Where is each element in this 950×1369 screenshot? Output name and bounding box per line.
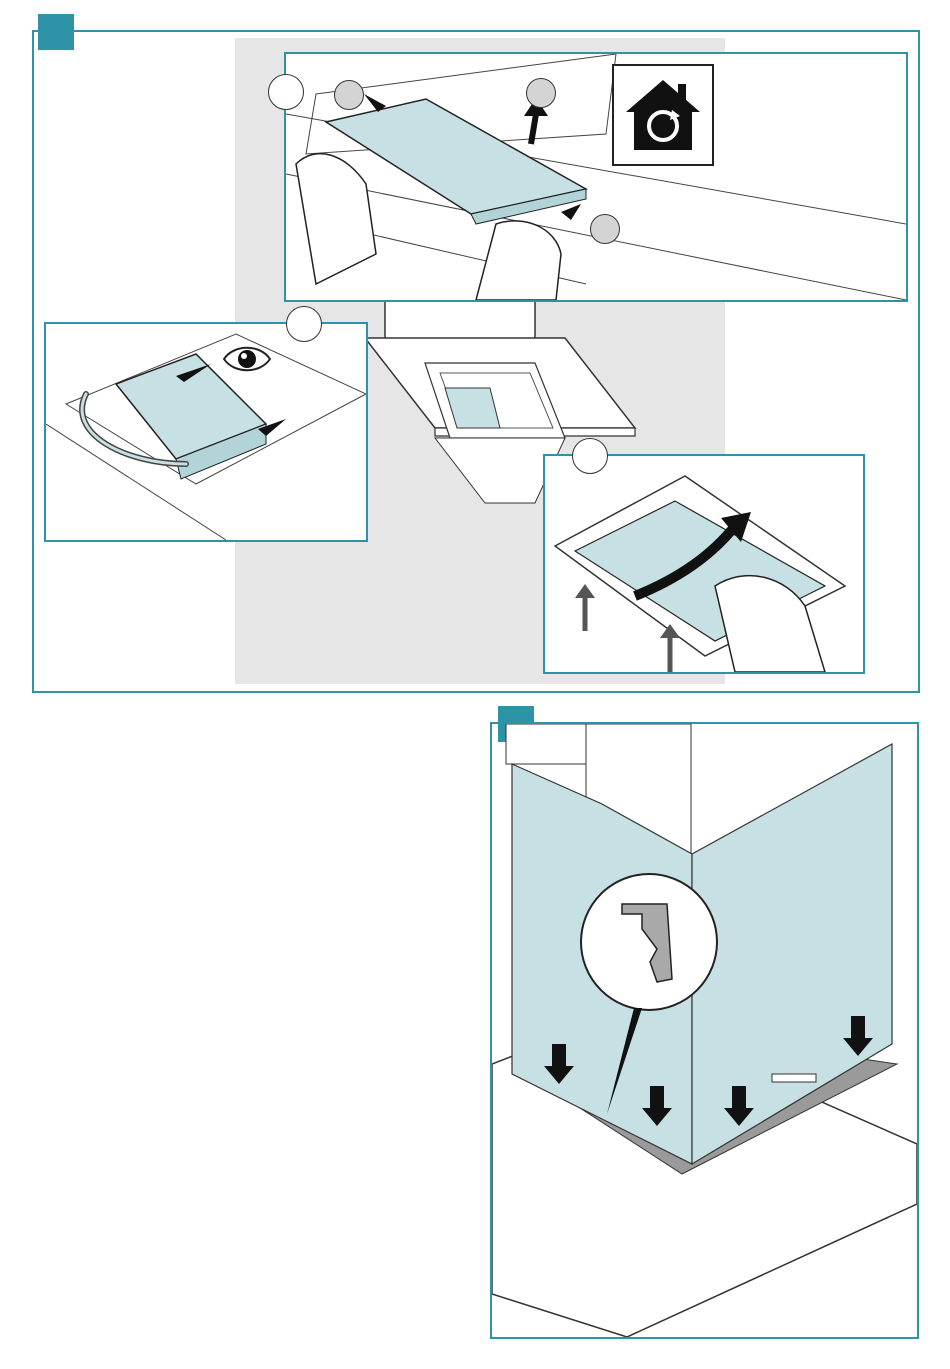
eye-icon [222, 342, 272, 376]
callout-circle [590, 214, 620, 244]
callout-circle [268, 74, 304, 110]
house-refresh-icon [614, 66, 712, 164]
callout-circle [526, 78, 556, 108]
bracket-check-illustration [46, 324, 366, 540]
callout-circle [334, 80, 364, 110]
chimney-gasket-illustration [492, 724, 917, 1337]
step-marker-top [38, 14, 74, 50]
callout-circle [572, 438, 608, 474]
filter-removal-illustration [286, 54, 906, 300]
grease-filter-illustration [545, 456, 863, 672]
home-service-icon-box [612, 64, 714, 166]
callout-circle [286, 306, 322, 342]
